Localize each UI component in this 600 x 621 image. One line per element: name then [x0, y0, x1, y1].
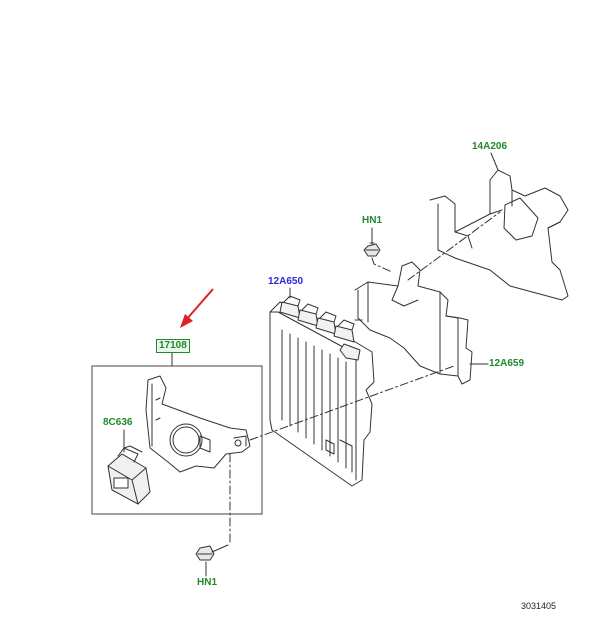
lower-nut-hn1	[195, 544, 229, 561]
ecm-12a650	[269, 295, 375, 487]
middle-bracket-12a659	[354, 261, 473, 385]
label-8c636: 8C636	[103, 417, 133, 428]
sensor-8c636	[107, 445, 151, 505]
label-12a659: 12A659	[489, 358, 525, 369]
label-12a650: 12A650	[268, 276, 304, 287]
label-17108: 17108	[156, 339, 190, 353]
assembly-leader-lines	[229, 211, 501, 546]
assembly-box	[91, 365, 263, 515]
red-arrow-indicator	[180, 288, 214, 328]
label-hn1-upper: HN1	[362, 215, 383, 226]
sensor-bracket	[145, 375, 251, 473]
upper-nut-hn1	[363, 242, 381, 257]
upper-bracket-14a206	[429, 169, 569, 301]
reference-number: 3031405	[521, 601, 557, 611]
label-leaders	[123, 152, 499, 577]
label-hn1-lower: HN1	[197, 577, 218, 588]
label-14a206: 14A206	[472, 141, 508, 152]
